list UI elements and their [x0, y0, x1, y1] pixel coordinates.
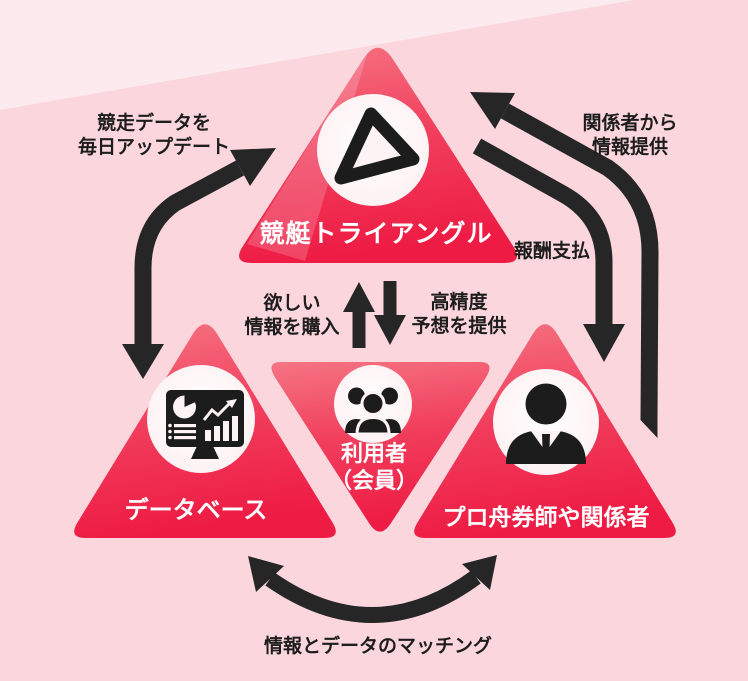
purchase-info-line1: 欲しい [263, 293, 321, 314]
experts-label: プロ舟券師や関係者 [442, 504, 650, 530]
arrowhead-left-icon [248, 556, 284, 592]
info-from-parties-annotation: 関係者から 情報提供 [582, 112, 677, 160]
arrow-database-hub-bidirectional [122, 148, 276, 379]
provide-forecast-line1: 高精度 [430, 292, 488, 313]
users-triangle [271, 362, 490, 532]
database-triangle [74, 324, 336, 538]
provide-forecast-line2: 予想を提供 [411, 316, 507, 337]
rounded-triangle-logo-icon [334, 107, 420, 185]
arrowhead-up-icon [343, 282, 375, 312]
purchase-info-annotation: 欲しい 情報を購入 [244, 292, 339, 340]
reward-payment-annotation: 報酬支払 [513, 241, 591, 262]
arrow-experts-to-hub-info [470, 92, 659, 438]
info-from-parties-line1: 関係者から [582, 113, 678, 134]
arrow-database-experts-matching [248, 555, 497, 623]
arrowhead-down-icon [374, 315, 406, 345]
provide-forecast-annotation: 高精度 予想を提供 [411, 291, 506, 339]
arrow-users-to-hub-up [343, 282, 375, 348]
matching-annotation: 情報とデータのマッチング [263, 636, 493, 657]
arrowhead-down-icon [122, 344, 164, 379]
daily-update-line1: 競走データを [96, 113, 212, 134]
arrow-hub-to-users-down [374, 281, 406, 345]
info-from-parties-line2: 情報提供 [591, 137, 669, 158]
arrowhead-up-left-icon [470, 92, 515, 129]
users-label-line1: 利用者 [340, 441, 408, 466]
arrow-hub-to-experts-reward [472, 138, 625, 362]
users-label: 利用者 （会員） [330, 440, 418, 494]
arrowhead-up-right-icon [230, 148, 276, 186]
arrowhead-down-icon [583, 324, 625, 362]
businessman-icon [506, 383, 586, 464]
purchase-info-line2: 情報を購入 [244, 317, 340, 338]
hub-triangle [239, 47, 517, 263]
database-label: データベース [124, 497, 268, 524]
arrow-tail-bevel [640, 420, 658, 438]
arrowhead-right-icon [462, 555, 497, 590]
hub-label: 競艇トライアングル [259, 220, 493, 248]
daily-update-line2: 毎日アップデート [77, 137, 231, 158]
people-group-icon [345, 387, 401, 436]
hub-triangle-sheen [247, 48, 369, 261]
users-label-line2: （会員） [329, 468, 419, 493]
daily-update-annotation: 競走データを 毎日アップデート [78, 112, 230, 160]
users-triangle-shape [271, 362, 490, 532]
experts-triangle [414, 324, 676, 538]
analytics-dashboard-icon [166, 390, 244, 459]
